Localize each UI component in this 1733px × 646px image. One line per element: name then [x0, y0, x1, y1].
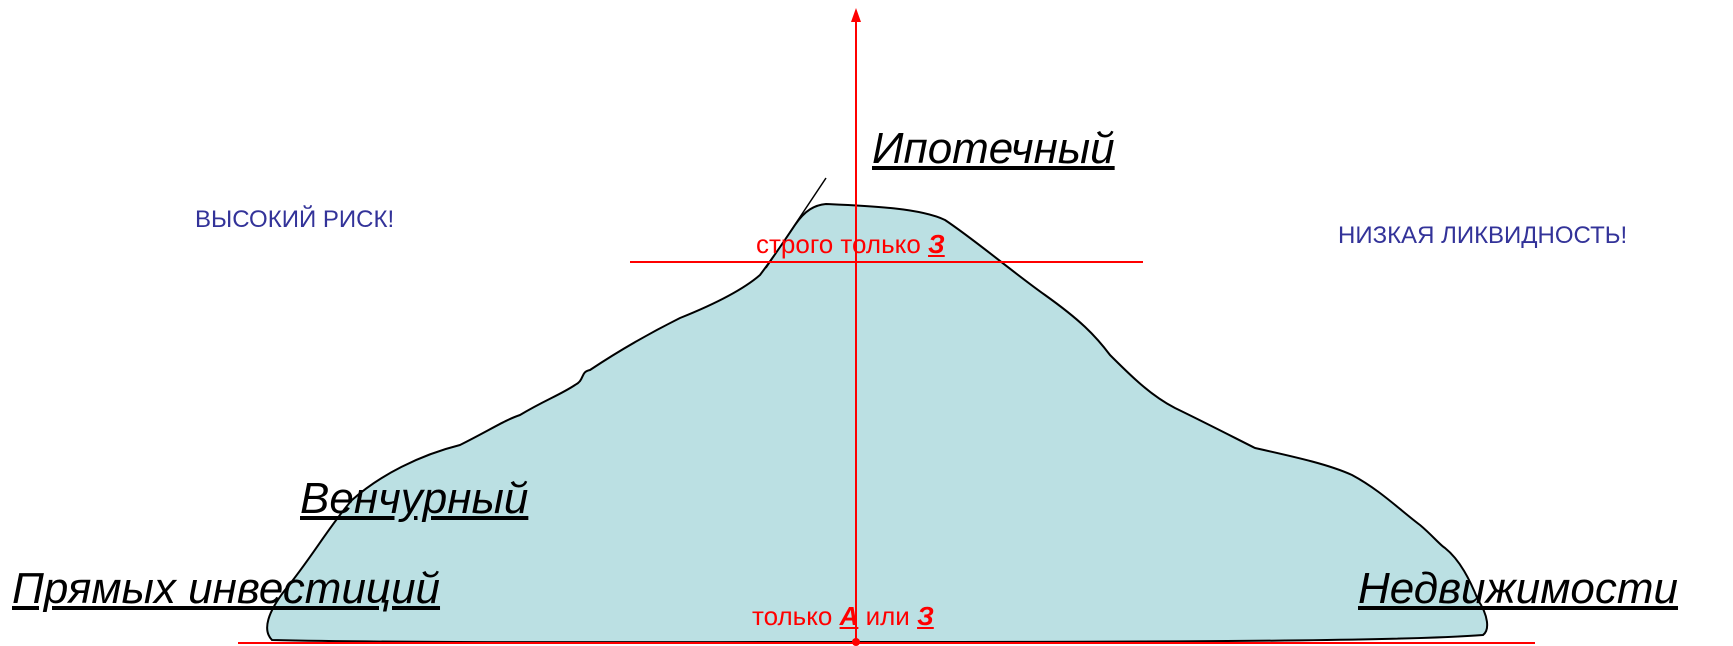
right-note: НИЗКАЯ ЛИКВИДНОСТЬ!: [1338, 222, 1628, 249]
bottom-rule-letter-b: З: [917, 601, 934, 631]
top-rule-letter: З: [928, 229, 945, 259]
vertical-axis-arrowhead: [851, 8, 861, 22]
bottom-rule-prefix: только: [752, 601, 833, 631]
axis-origin-dot: [852, 638, 860, 646]
mountain-shape: [266, 202, 1489, 644]
left-fund-lower-label: Прямых инвестиций: [12, 564, 441, 613]
left-note: ВЫСОКИЙ РИСК!: [195, 206, 395, 233]
bottom-rule-letter-a: А: [839, 601, 859, 631]
top-rule-prefix: строго только: [756, 229, 921, 259]
top-rule-caption: строго только З: [756, 231, 945, 257]
bottom-rule-connector: или: [865, 601, 910, 631]
bottom-rule-caption: только А или З: [752, 603, 934, 629]
top-fund-label: Ипотечный: [872, 124, 1115, 173]
slope-tangent-line: [765, 177, 827, 269]
left-fund-upper-label: Венчурный: [300, 474, 529, 523]
right-fund-label: Недвижимости: [1358, 564, 1679, 613]
